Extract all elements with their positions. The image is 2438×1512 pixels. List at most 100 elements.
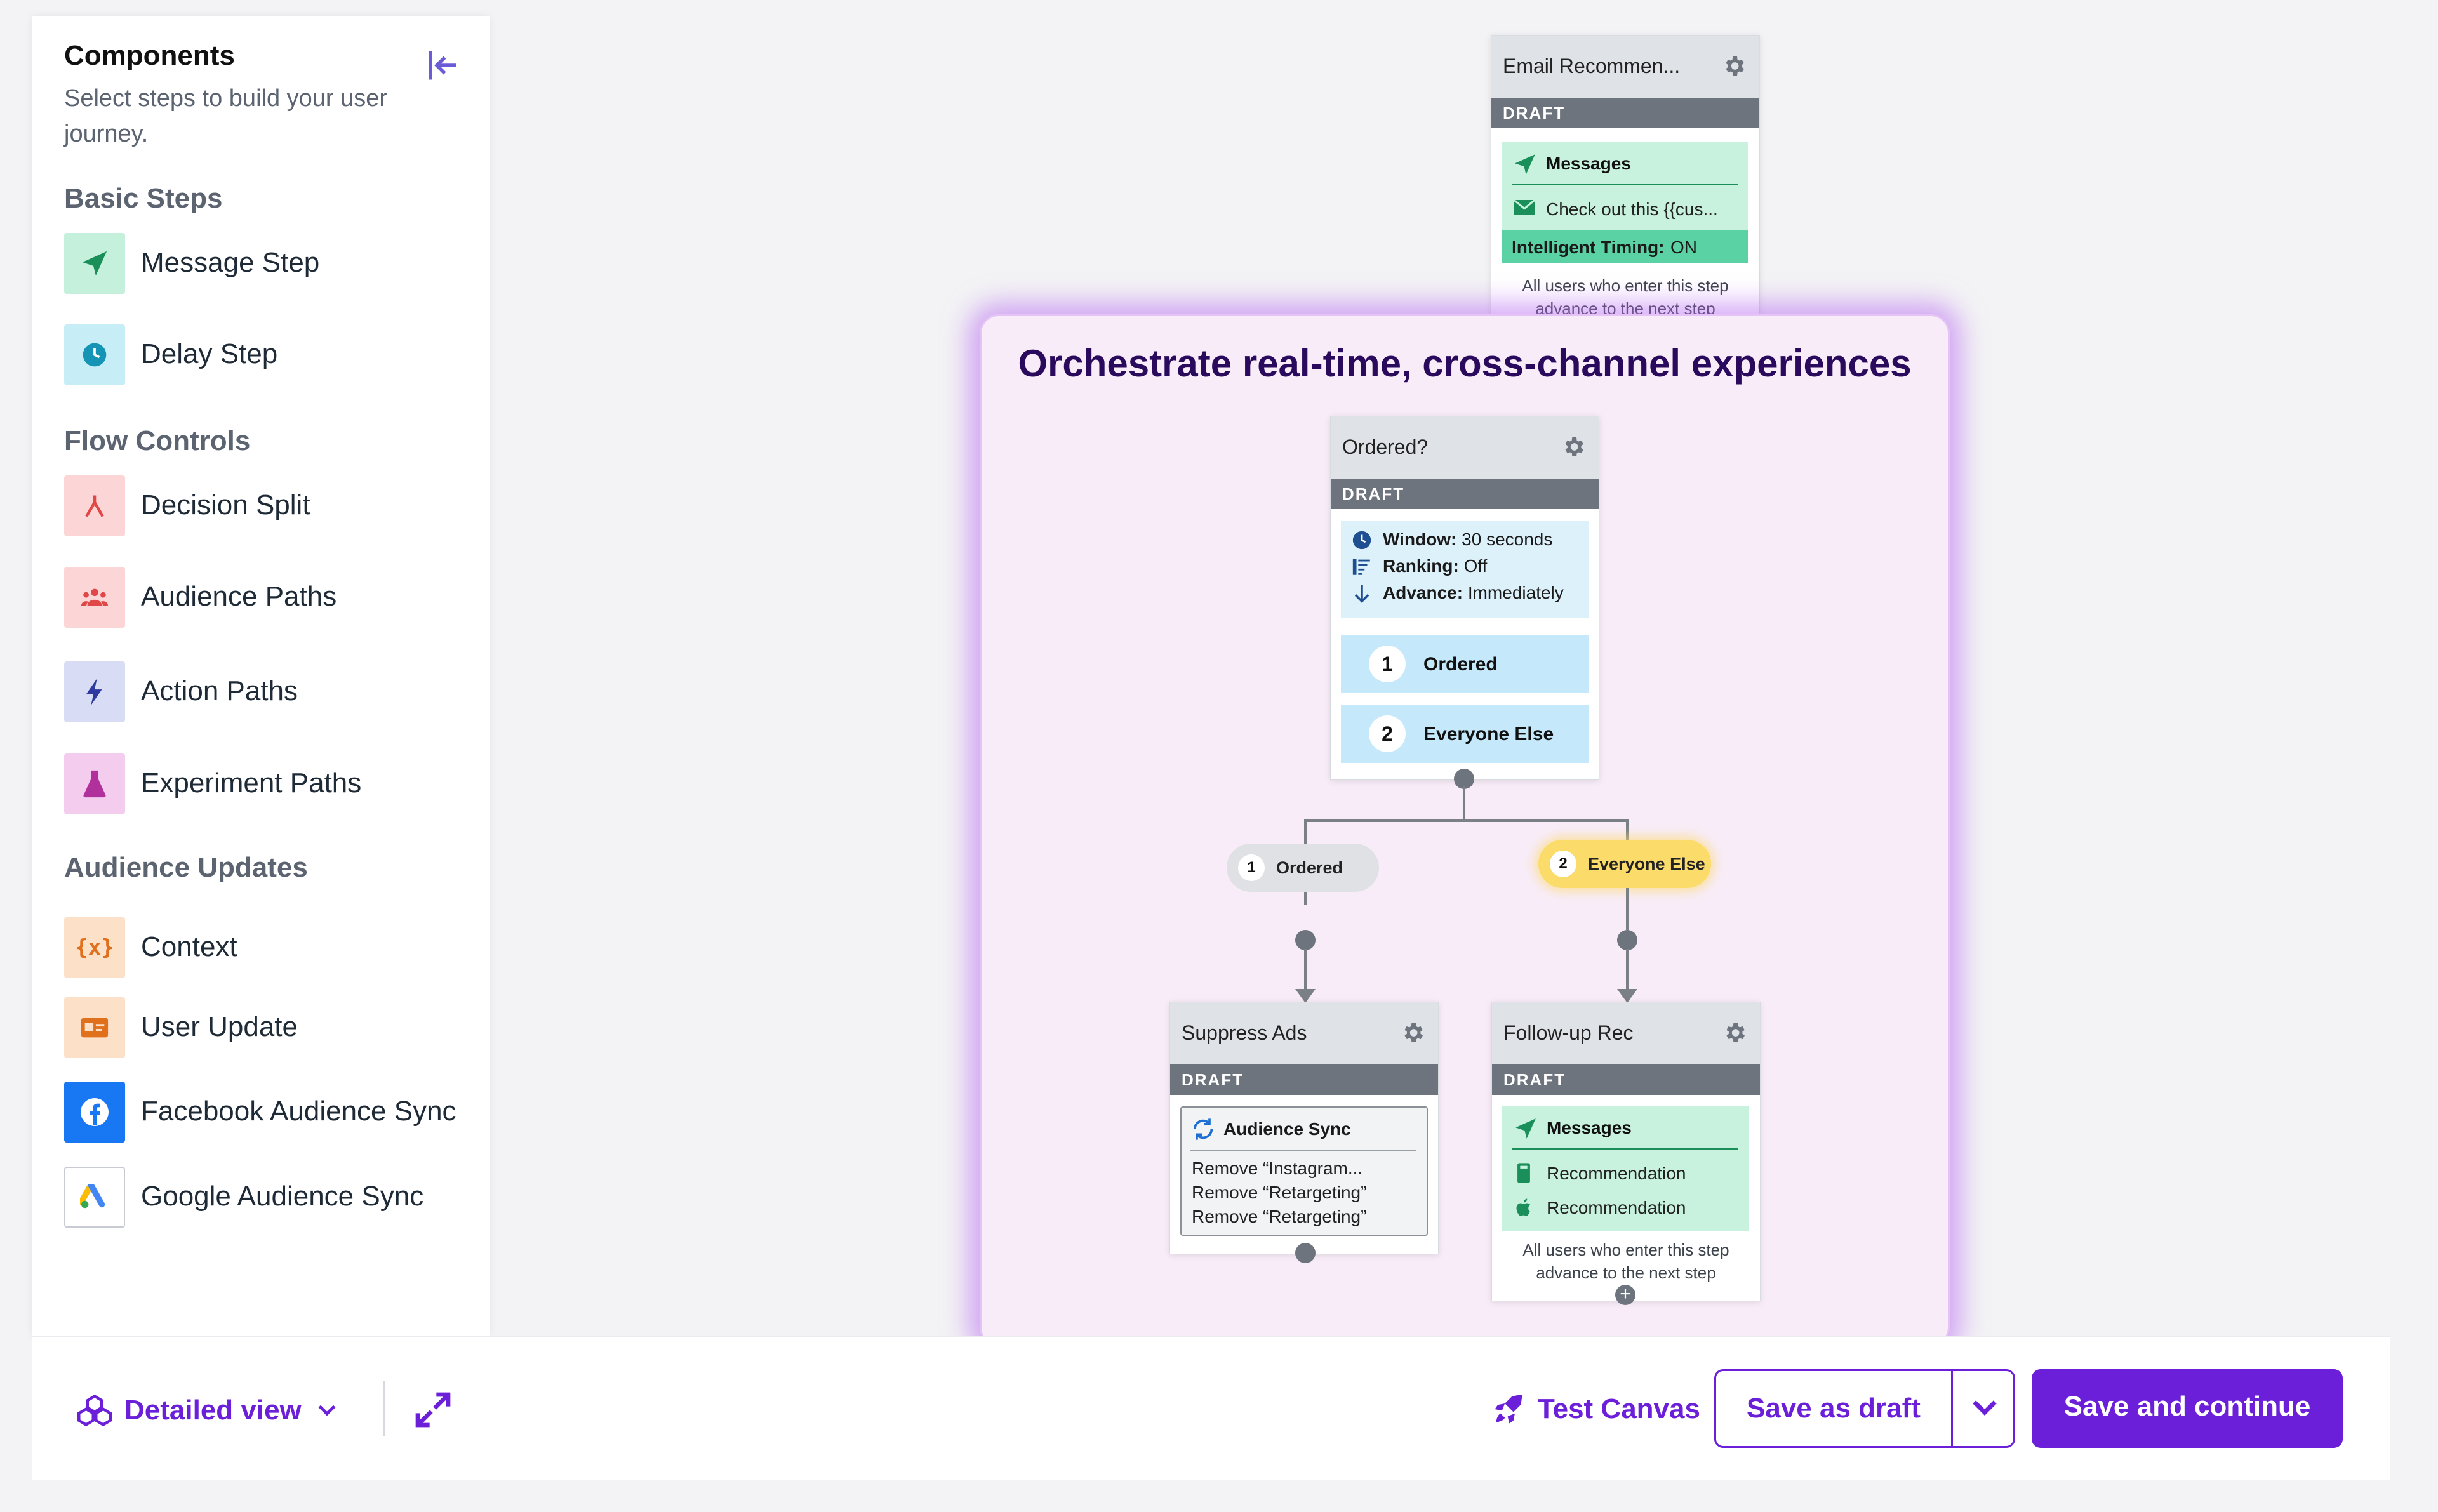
sidebar-item-message-step[interactable]: Message Step [64, 233, 483, 294]
messages-box[interactable]: Messages Check out this {{cus... [1502, 142, 1748, 230]
connector-dot[interactable] [1295, 1243, 1316, 1263]
draft-badge: DRAFT [1331, 479, 1599, 509]
sidebar-item-label: Decision Split [141, 489, 310, 521]
sync-line: Remove “Retargeting” [1192, 1207, 1367, 1226]
sidebar-item-experiment-paths[interactable]: Experiment Paths [64, 753, 483, 814]
expand-icon[interactable] [413, 1389, 453, 1430]
arrow-down-icon [1354, 585, 1369, 603]
sidebar-item-label: User Update [141, 1011, 298, 1042]
gear-icon[interactable] [1561, 434, 1586, 460]
step-header: Suppress Ads [1170, 1002, 1438, 1064]
clock-icon [1352, 531, 1371, 550]
path-pill-everyone-else[interactable]: 2 Everyone Else [1538, 840, 1711, 888]
pill-label: Ordered [1276, 858, 1343, 877]
path-ordered[interactable]: 1 Ordered [1341, 635, 1589, 693]
settings-box: Window: 30 seconds Ranking: Off Advance:… [1341, 521, 1589, 618]
arrow-down-icon [1295, 989, 1316, 1003]
path-pill-ordered[interactable]: 1 Ordered [1227, 844, 1379, 892]
messages-box[interactable]: Messages Recommendation Recommendation [1502, 1106, 1749, 1231]
connector-line [1304, 949, 1307, 993]
advance-row: Advance: Immediately [1383, 583, 1564, 603]
sidebar-item-context[interactable]: {x} Context [64, 917, 483, 978]
pill-number: 2 [1550, 851, 1576, 877]
path-label: Everyone Else [1423, 724, 1554, 745]
braces-icon: {x} [64, 917, 125, 978]
timing-value: ON [1670, 237, 1697, 257]
paper-plane-icon [1515, 1118, 1536, 1139]
email-recommendation-step[interactable]: Email Recommen... DRAFT Messages Check o… [1491, 35, 1760, 335]
chevron-down-icon[interactable] [1967, 1390, 2002, 1426]
gear-icon[interactable] [1722, 1020, 1747, 1045]
sidebar-item-decision-split[interactable]: Decision Split [64, 475, 483, 536]
section-flow-controls: Flow Controls [64, 425, 251, 456]
id-card-icon [64, 997, 125, 1058]
save-and-continue-label: Save and continue [2063, 1391, 2311, 1422]
draft-badge: DRAFT [1170, 1064, 1438, 1095]
messages-label: Messages [1546, 154, 1631, 173]
sync-icon [1193, 1118, 1213, 1140]
connector-dot[interactable] [1295, 930, 1316, 950]
feature-highlight-panel: Orchestrate real-time, cross-channel exp… [980, 314, 1950, 1346]
step-header: Follow-up Rec [1492, 1002, 1760, 1064]
connector-line [1626, 949, 1629, 993]
test-canvas-button[interactable]: Test Canvas [1492, 1387, 1700, 1431]
ranking-label: Ranking: [1383, 556, 1459, 576]
advance-value: Immediately [1467, 583, 1564, 602]
connector-dot[interactable] [1454, 769, 1474, 789]
advance-note: All users who enter this step advance to… [1522, 276, 1729, 318]
collapse-sidebar-icon[interactable] [424, 46, 462, 84]
pill-number: 1 [1238, 854, 1265, 881]
advance-note: All users who enter this step advance to… [1522, 1240, 1729, 1282]
bolt-icon [64, 661, 125, 722]
divider [1190, 1150, 1416, 1151]
sidebar-item-label: Audience Paths [141, 581, 337, 612]
split-icon [64, 475, 125, 536]
connector-line [1626, 819, 1629, 845]
sidebar-item-audience-paths[interactable]: Audience Paths [64, 567, 483, 628]
sidebar-item-google-audience-sync[interactable]: Google Audience Sync [64, 1167, 483, 1228]
detailed-view-dropdown[interactable]: Detailed view [77, 1388, 340, 1433]
sidebar-item-label: Context [141, 931, 237, 962]
save-as-draft-button[interactable]: Save as draft [1714, 1369, 2015, 1448]
sidebar-item-label: Experiment Paths [141, 767, 362, 799]
gear-icon[interactable] [1400, 1020, 1425, 1045]
step-title: Email Recommen... [1503, 55, 1681, 77]
sidebar-item-user-update[interactable]: User Update [64, 997, 483, 1058]
connector-line [1304, 819, 1307, 851]
follow-up-rec-step[interactable]: Follow-up Rec DRAFT Messages Recommendat… [1491, 1002, 1761, 1301]
message-line: Recommendation [1547, 1198, 1686, 1217]
highlight-title: Orchestrate real-time, cross-channel exp… [1018, 342, 1912, 385]
paper-plane-icon [1515, 154, 1535, 175]
toolbar-divider [383, 1381, 385, 1436]
timing-label: Intelligent Timing: [1512, 237, 1665, 257]
ordered-decision-step[interactable]: Ordered? DRAFT Window: 30 seconds Rankin… [1330, 416, 1599, 780]
audience-sync-box[interactable]: Audience Sync Remove “Instagram... Remov… [1180, 1106, 1428, 1236]
clock-icon [64, 324, 125, 385]
connector-line [1304, 892, 1307, 905]
add-step-button[interactable]: + [1615, 1285, 1635, 1305]
sidebar-item-action-paths[interactable]: Action Paths [64, 661, 483, 722]
google-ads-icon [64, 1167, 125, 1228]
step-title: Ordered? [1342, 435, 1429, 458]
save-as-draft-label: Save as draft [1747, 1393, 1921, 1424]
sidebar-item-label: Delay Step [141, 338, 278, 369]
draft-badge: DRAFT [1491, 98, 1759, 128]
rocket-icon [1495, 1395, 1522, 1424]
window-row: Window: 30 seconds [1383, 529, 1552, 550]
sidebar-item-delay-step[interactable]: Delay Step [64, 324, 483, 385]
message-line: Recommendation [1547, 1164, 1686, 1183]
path-everyone-else[interactable]: 2 Everyone Else [1341, 705, 1589, 763]
connector-dot[interactable] [1617, 930, 1637, 950]
message-preview: Check out this {{cus... [1546, 199, 1718, 219]
suppress-ads-step[interactable]: Suppress Ads DRAFT Audience Sync Remove … [1169, 1002, 1439, 1254]
layers-icon [77, 1395, 112, 1426]
step-title: Suppress Ads [1182, 1021, 1307, 1044]
connector-line [1626, 888, 1629, 930]
sidebar-item-facebook-audience-sync[interactable]: Facebook Audience Sync [64, 1082, 483, 1143]
gear-icon[interactable] [1721, 53, 1747, 79]
intelligent-timing-bar: Intelligent Timing: ON [1502, 230, 1748, 263]
sidebar-item-label: Facebook Audience Sync [141, 1096, 456, 1127]
section-audience-updates: Audience Updates [64, 852, 308, 883]
sync-line: Remove “Instagram... [1192, 1158, 1363, 1178]
save-and-continue-button[interactable]: Save and continue [2032, 1369, 2343, 1448]
